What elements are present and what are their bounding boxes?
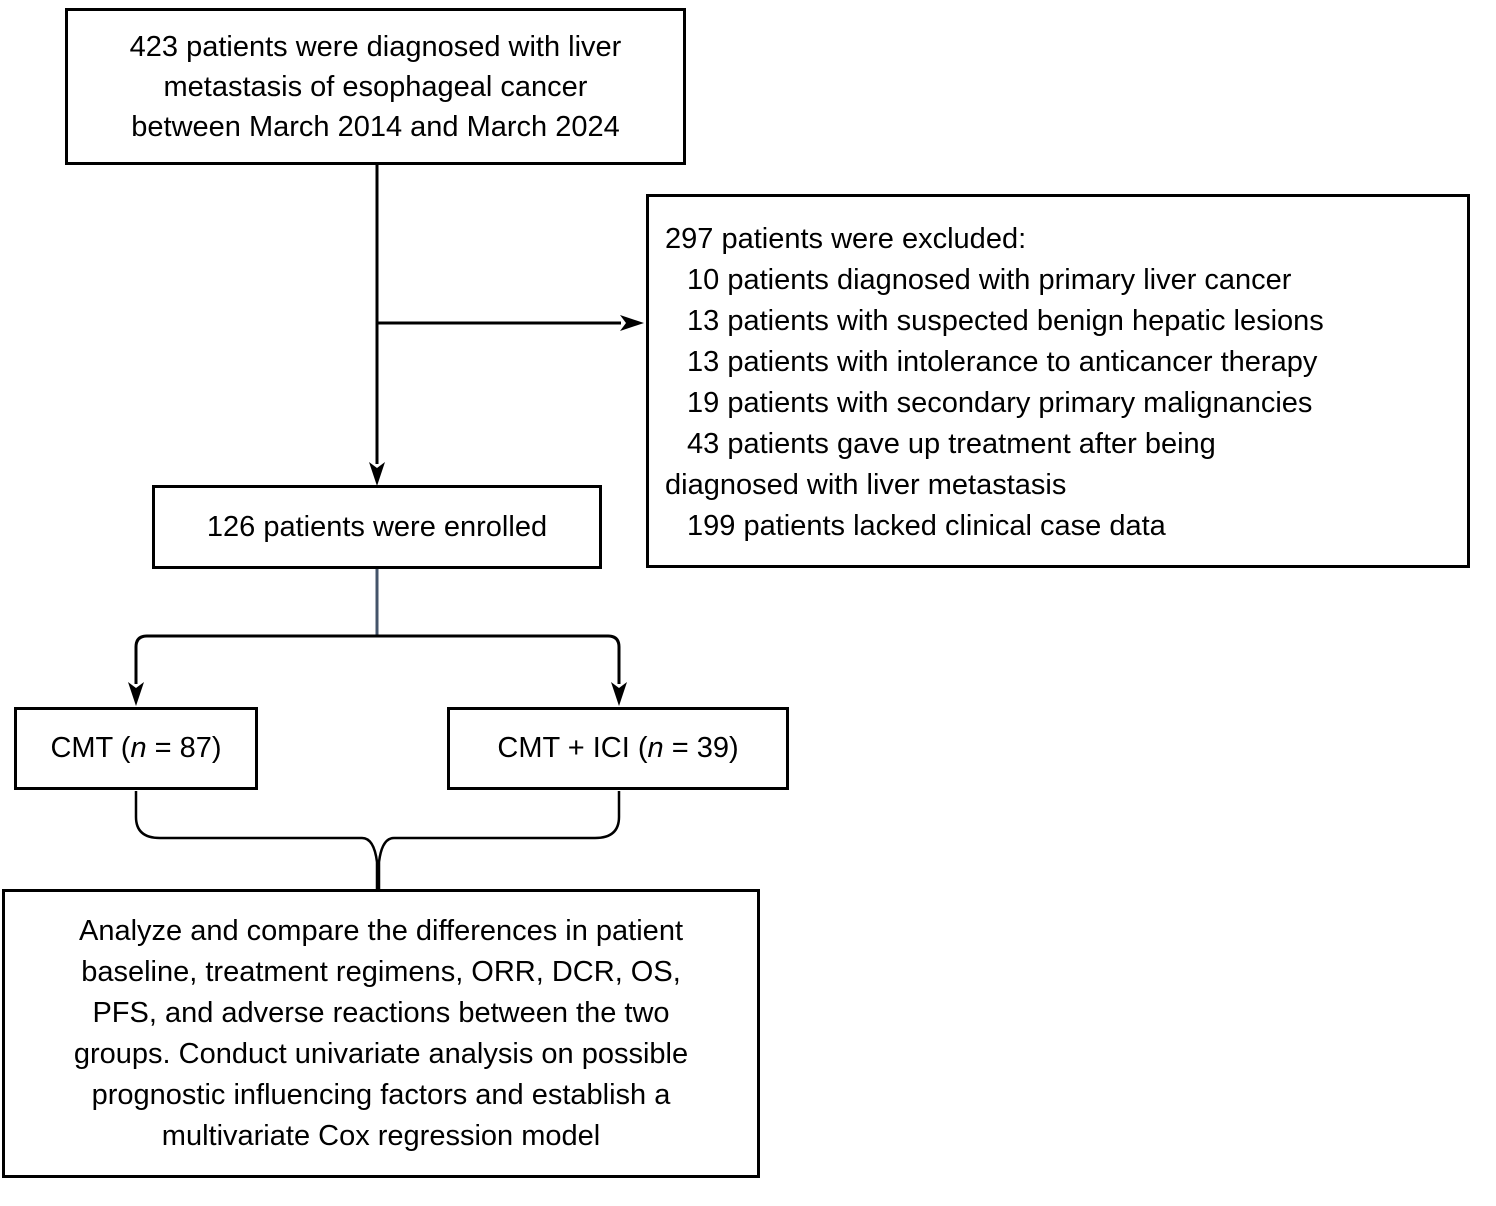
diagnosed-line-2: metastasis of esophageal cancer — [163, 70, 588, 103]
box-analysis: Analyze and compare the differences in p… — [2, 889, 760, 1178]
cmt-label-suffix: = 87) — [146, 732, 222, 764]
enrolled-text: 126 patients were enrolled — [206, 510, 548, 543]
diagnosed-line-1: 423 patients were diagnosed with liver — [129, 30, 622, 63]
connector-splitter — [134, 634, 621, 684]
arrowhead-into-cmt-icon — [128, 682, 144, 706]
analysis-line-5: prognostic influencing factors and estab… — [91, 1078, 671, 1111]
excluded-reason-2: 13 patients with suspected benign hepati… — [687, 305, 1324, 337]
cmt-label-n: n — [130, 732, 147, 764]
analysis-line-4: groups. Conduct univariate analysis on p… — [73, 1037, 689, 1070]
cmt-ici-label-suffix: = 39) — [663, 732, 739, 764]
analysis-line-6: multivariate Cox regression model — [161, 1119, 601, 1152]
excluded-reason-5-wrap: diagnosed with liver metastasis — [665, 469, 1067, 501]
arrowhead-into-cmt-ici-icon — [611, 682, 627, 706]
box-cmt-group: CMT (n = 87) — [14, 707, 258, 790]
box-enrolled-patients: 126 patients were enrolled — [152, 485, 602, 569]
cmt-ici-label: CMT + ICI (n = 39) — [497, 732, 738, 765]
box-diagnosed-patients: 423 patients were diagnosed with liver m… — [65, 8, 686, 165]
excluded-reason-3: 13 patients with intolerance to anticanc… — [687, 346, 1318, 378]
excluded-header: 297 patients were excluded: — [665, 223, 1027, 255]
cmt-label-prefix: CMT ( — [50, 732, 131, 764]
bracket-right — [377, 791, 621, 889]
analysis-line-1: Analyze and compare the differences in p… — [78, 914, 683, 947]
arrowhead-into-excluded-icon — [620, 315, 644, 331]
box-cmt-ici-group: CMT + ICI (n = 39) — [447, 707, 789, 790]
excluded-reason-6: 199 patients lacked clinical case data — [687, 510, 1166, 542]
cmt-ici-label-prefix: CMT + ICI ( — [497, 732, 648, 764]
excluded-reason-4: 19 patients with secondary primary malig… — [687, 387, 1313, 419]
excluded-reason-1: 10 patients diagnosed with primary liver… — [687, 264, 1292, 296]
excluded-reason-5: 43 patients gave up treatment after bein… — [687, 428, 1216, 460]
cmt-label: CMT (n = 87) — [50, 732, 221, 765]
diagnosed-line-3: between March 2014 and March 2024 — [131, 110, 620, 143]
bracket-left — [134, 791, 379, 889]
analysis-line-3: PFS, and adverse reactions between the t… — [92, 996, 670, 1029]
arrowhead-into-enrolled-icon — [369, 462, 385, 486]
box-excluded-patients: 297 patients were excluded: 10 patients … — [646, 194, 1470, 568]
cmt-ici-label-n: n — [647, 732, 664, 764]
analysis-line-2: baseline, treatment regimens, ORR, DCR, … — [81, 955, 681, 988]
